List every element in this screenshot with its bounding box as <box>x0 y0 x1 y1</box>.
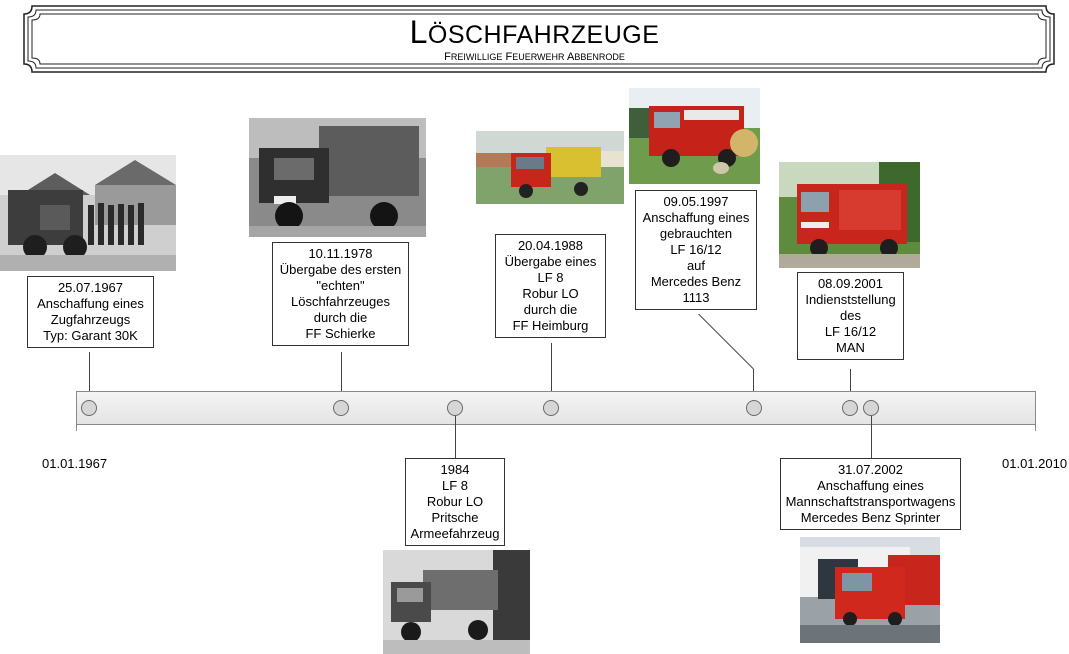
event-line: Mercedes Benz <box>650 274 742 289</box>
event-line: Anschaffung eines <box>642 210 750 225</box>
event-line: Mannschaftstransportwagens <box>785 494 956 509</box>
photo-mercedes-1113 <box>629 88 760 184</box>
event-line: gebrauchten <box>659 226 733 241</box>
event-line: FF Schierke <box>305 326 376 341</box>
page-title: Löschfahrzeuge <box>409 14 660 50</box>
event-box-2002: 31.07.2002 Anschaffung eines Mannschafts… <box>780 458 961 530</box>
event-line: Anschaffung eines <box>37 296 144 311</box>
event-line: LF 16/12 <box>824 324 877 339</box>
event-line: durch die <box>523 302 578 317</box>
timeline-marker-1978[interactable] <box>333 400 349 416</box>
event-line: Übergabe eines <box>504 254 597 269</box>
event-line: Zugfahrzeugs <box>50 312 131 327</box>
event-box-1978: 10.11.1978 Übergabe des ersten "echten" … <box>272 242 409 346</box>
event-box-1988: 20.04.1988 Übergabe eines LF 8 Robur LO … <box>495 234 606 338</box>
event-line: LF 16/12 <box>670 242 722 257</box>
event-line: durch die <box>313 310 368 325</box>
photo-schierke-truck <box>249 118 426 237</box>
event-line: "echten" <box>316 278 365 293</box>
event-line: Pritsche <box>431 510 479 525</box>
event-box-2001: 08.09.2001 Indienststellung des LF 16/12… <box>797 272 904 360</box>
event-date: 25.07.1967 <box>57 280 124 295</box>
timeline-marker-1967[interactable] <box>81 400 97 416</box>
event-line: Anschaffung eines <box>817 478 924 493</box>
event-line: LF 8 <box>441 478 468 493</box>
event-line: des <box>840 308 861 323</box>
photo-man-lf16 <box>779 162 920 268</box>
event-date: 10.11.1978 <box>308 246 373 261</box>
timeline-marker-1984[interactable] <box>447 400 463 416</box>
event-line: LF 8 <box>537 270 564 285</box>
connector-2001 <box>850 369 851 399</box>
event-line: Robur LO <box>522 286 579 301</box>
event-date: 09.05.1997 <box>663 194 729 209</box>
connector-1997 <box>698 314 754 400</box>
event-line: MAN <box>836 340 865 355</box>
event-line: Robur LO <box>426 494 484 509</box>
timeline-start-label: 01.01.1967 <box>42 456 108 471</box>
event-line: 1113 <box>682 290 710 305</box>
event-line: auf <box>686 258 706 273</box>
event-date: 20.04.1988 <box>517 238 584 253</box>
event-line: Armeefahrzeug <box>410 526 500 541</box>
event-line: Übergabe des ersten <box>279 262 402 277</box>
event-line: Indienststellung <box>805 292 896 307</box>
connector-1988 <box>551 343 552 399</box>
title-banner <box>22 4 1056 74</box>
photo-sprinter <box>800 537 940 643</box>
event-date: 08.09.2001 <box>817 276 884 291</box>
connector-1984 <box>455 408 456 458</box>
event-box-1984: 1984 LF 8 Robur LO Pritsche Armeefahrzeu… <box>405 458 505 546</box>
event-date: 31.07.2002 <box>837 462 904 477</box>
connector-1978 <box>341 352 342 399</box>
photo-garant-30k <box>0 155 176 271</box>
timeline-end-tick <box>1035 425 1036 431</box>
connector-1967 <box>89 352 90 399</box>
timeline-end-label: 01.01.2010 <box>1002 456 1068 471</box>
timeline-marker-1988[interactable] <box>543 400 559 416</box>
timeline-marker-2001[interactable] <box>842 400 858 416</box>
page-subtitle: Freiwillige Feuerwehr Abbenrode <box>444 51 625 63</box>
connector-2002 <box>871 408 872 458</box>
event-line: Typ: Garant 30K <box>43 328 138 343</box>
event-line: Löschfahrzeuges <box>290 294 390 309</box>
photo-robur-1984 <box>383 550 530 654</box>
timeline-marker-2002[interactable] <box>863 400 879 416</box>
event-line: FF Heimburg <box>512 318 589 333</box>
event-line: Mercedes Benz Sprinter <box>800 510 941 525</box>
timeline-marker-1997[interactable] <box>746 400 762 416</box>
event-box-1967: 25.07.1967 Anschaffung eines Zugfahrzeug… <box>27 276 154 348</box>
timeline-start-tick <box>76 425 77 431</box>
photo-robur-heimburg <box>476 131 624 204</box>
event-date: 1984 <box>440 462 470 477</box>
event-box-1997: 09.05.1997 Anschaffung eines gebrauchten… <box>635 190 757 310</box>
